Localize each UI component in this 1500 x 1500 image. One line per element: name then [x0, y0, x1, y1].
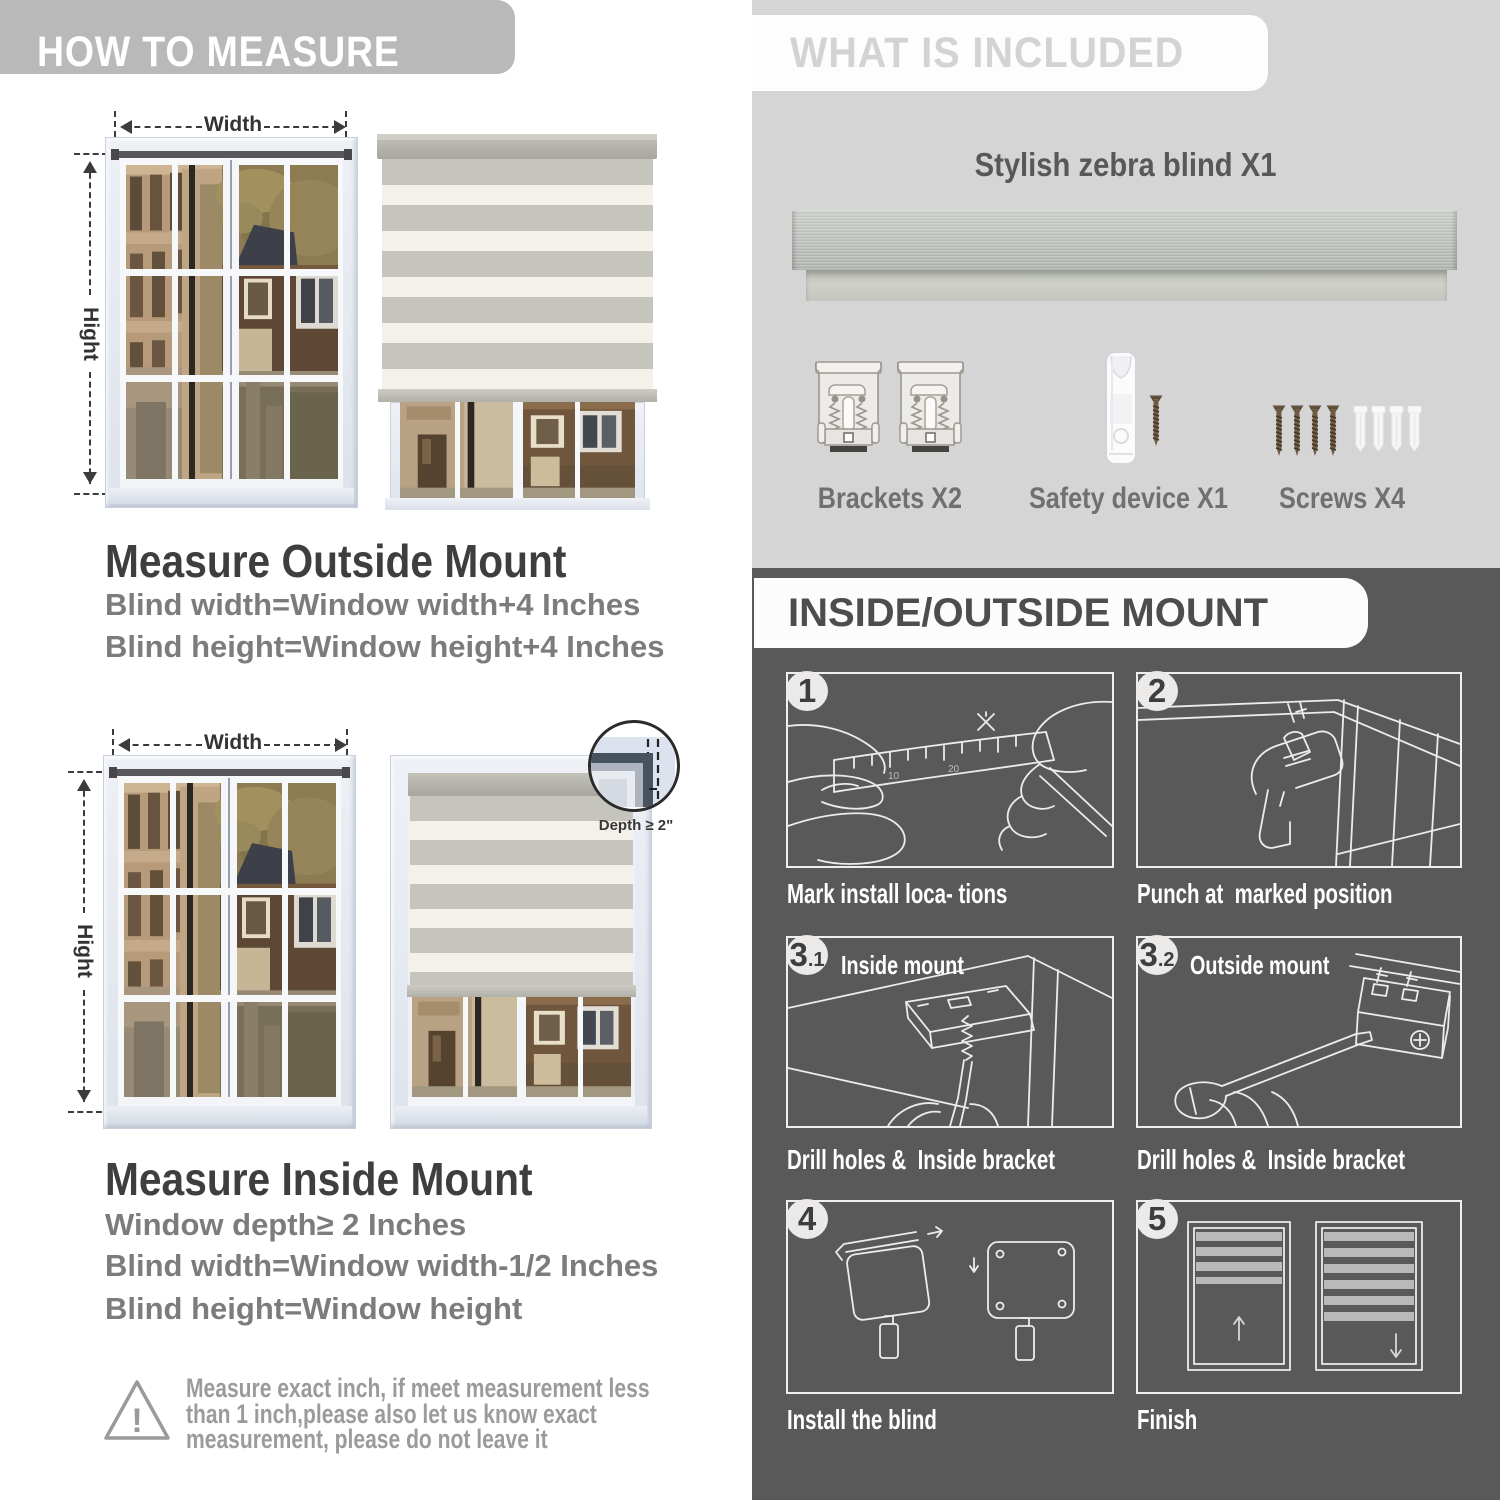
svg-text:!: !: [131, 1402, 142, 1440]
svg-text:20: 20: [948, 764, 960, 775]
svg-text:10: 10: [888, 771, 900, 782]
